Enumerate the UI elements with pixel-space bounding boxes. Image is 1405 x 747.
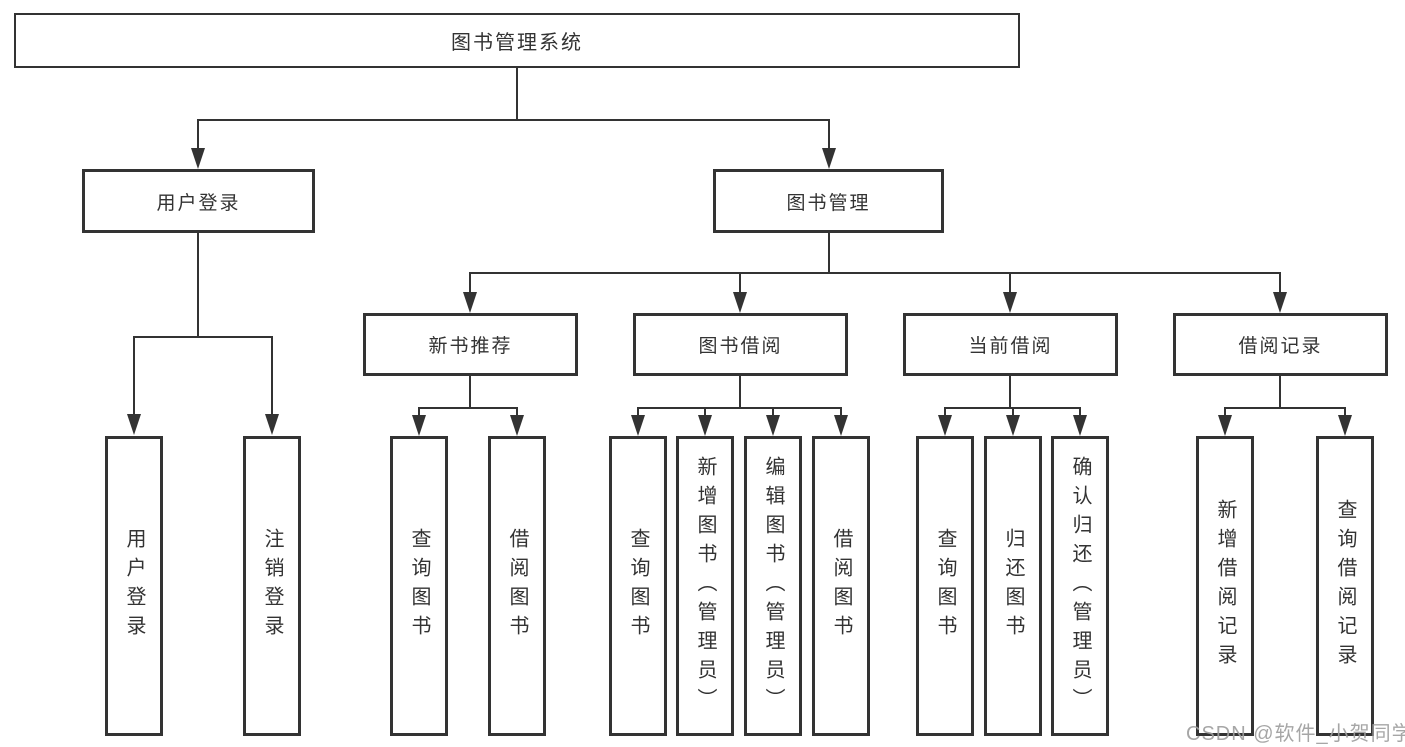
- connector-line: [739, 272, 741, 295]
- arrow-down-icon: [510, 415, 524, 436]
- connector-line: [944, 407, 946, 417]
- node-label: 借阅图书: [506, 528, 528, 644]
- connector-line: [418, 407, 420, 417]
- arrow-down-icon: [265, 414, 279, 435]
- node-label: 编辑图书（管理员）: [762, 455, 784, 717]
- node-label: 用户登录: [123, 528, 145, 644]
- node-leaf-add-borrow-record: 新增借阅记录: [1196, 436, 1254, 736]
- connector-line: [418, 407, 518, 409]
- connector-line: [516, 407, 518, 417]
- node-current-borrowing: 当前借阅: [903, 313, 1118, 376]
- node-leaf-confirm-return-admin: 确认归还（管理员）: [1051, 436, 1109, 736]
- node-library-management-system: 图书管理系统: [14, 13, 1020, 68]
- arrow-down-icon: [1338, 415, 1352, 436]
- connector-line: [1224, 407, 1226, 417]
- connector-line: [1224, 407, 1346, 409]
- arrow-down-icon: [834, 415, 848, 436]
- node-leaf-query-books-current: 查询图书: [916, 436, 974, 736]
- connector-line: [739, 376, 741, 407]
- arrow-down-icon: [938, 415, 952, 436]
- arrow-down-icon: [1273, 292, 1287, 313]
- connector-line: [1009, 376, 1011, 407]
- connector-line: [197, 119, 830, 121]
- node-label: 查询图书: [408, 528, 430, 644]
- connector-line: [271, 336, 273, 416]
- arrow-down-icon: [698, 415, 712, 436]
- node-leaf-return-book: 归还图书: [984, 436, 1042, 736]
- node-borrowing-records: 借阅记录: [1173, 313, 1388, 376]
- node-leaf-add-book-admin: 新增图书（管理员）: [676, 436, 734, 736]
- arrow-down-icon: [127, 414, 141, 435]
- arrow-down-icon: [191, 148, 205, 169]
- connector-line: [828, 119, 830, 151]
- connector-line: [1344, 407, 1346, 417]
- connector-line: [516, 68, 518, 119]
- node-label: 新书推荐: [428, 336, 513, 357]
- node-label: 新增图书（管理员）: [694, 455, 716, 717]
- node-leaf-query-borrow-record: 查询借阅记录: [1316, 436, 1374, 736]
- node-label: 图书管理系统: [451, 32, 583, 54]
- arrow-down-icon: [412, 415, 426, 436]
- arrow-down-icon: [463, 292, 477, 313]
- connector-line: [197, 233, 199, 336]
- arrow-down-icon: [1006, 415, 1020, 436]
- node-leaf-borrow-books-recommend: 借阅图书: [488, 436, 546, 736]
- connector-line: [133, 336, 273, 338]
- arrow-down-icon: [766, 415, 780, 436]
- node-user-login: 用户登录: [82, 169, 315, 233]
- arrow-down-icon: [1218, 415, 1232, 436]
- connector-line: [840, 407, 842, 417]
- csdn-watermark: CSDN @软件_小贺同学: [1186, 723, 1405, 745]
- node-label: 新增借阅记录: [1214, 499, 1236, 673]
- node-label: 注销登录: [261, 528, 283, 644]
- node-label: 查询图书: [627, 528, 649, 644]
- node-label: 确认归还（管理员）: [1069, 455, 1091, 717]
- arrow-down-icon: [822, 148, 836, 169]
- node-leaf-logout: 注销登录: [243, 436, 301, 736]
- connector-line: [1009, 272, 1011, 295]
- node-label: 图书借阅: [698, 336, 783, 357]
- node-leaf-query-books-borrowing: 查询图书: [609, 436, 667, 736]
- node-leaf-user-login: 用户登录: [105, 436, 163, 736]
- connector-line: [469, 376, 471, 407]
- connector-line: [1079, 407, 1081, 417]
- connector-line: [197, 119, 199, 151]
- connector-line: [637, 407, 842, 409]
- arrow-down-icon: [1003, 292, 1017, 313]
- node-leaf-query-books-recommend: 查询图书: [390, 436, 448, 736]
- node-book-management: 图书管理: [713, 169, 944, 233]
- connector-line: [1012, 407, 1014, 417]
- node-new-book-recommendation: 新书推荐: [363, 313, 578, 376]
- connector-line: [1279, 376, 1281, 407]
- node-label: 当前借阅: [968, 336, 1053, 357]
- connector-line: [133, 336, 135, 416]
- node-label: 归还图书: [1002, 528, 1024, 644]
- node-label: 用户登录: [156, 192, 241, 214]
- node-label: 图书管理: [786, 192, 871, 214]
- connector-line: [637, 407, 639, 417]
- arrow-down-icon: [1073, 415, 1087, 436]
- node-label: 查询图书: [934, 528, 956, 644]
- connector-line: [828, 233, 830, 272]
- connector-line: [772, 407, 774, 417]
- arrow-down-icon: [733, 292, 747, 313]
- node-book-borrowing: 图书借阅: [633, 313, 848, 376]
- connector-line: [704, 407, 706, 417]
- node-leaf-edit-book-admin: 编辑图书（管理员）: [744, 436, 802, 736]
- arrow-down-icon: [631, 415, 645, 436]
- node-label: 借阅记录: [1238, 336, 1323, 357]
- connector-line: [469, 272, 1281, 274]
- node-leaf-borrow-books-borrowing: 借阅图书: [812, 436, 870, 736]
- connector-line: [1279, 272, 1281, 295]
- node-label: 查询借阅记录: [1334, 499, 1356, 673]
- connector-line: [469, 272, 471, 295]
- node-label: 借阅图书: [830, 528, 852, 644]
